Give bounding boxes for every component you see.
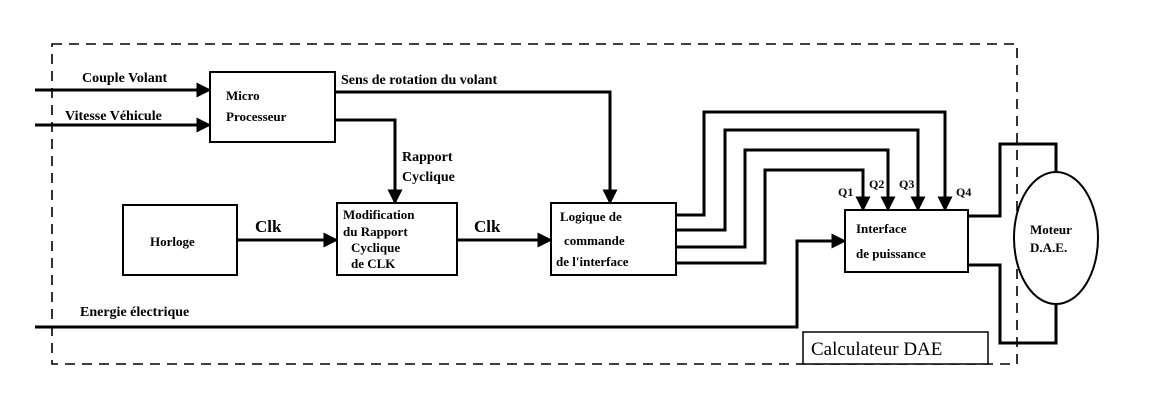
- calculateur-label: Calculateur DAE: [811, 339, 942, 360]
- calculateur-label-box: [802, 331, 989, 365]
- rapport-label-2: Cyclique: [402, 170, 455, 185]
- q2-line: [676, 148, 896, 249]
- q4-label: Q4: [956, 185, 971, 199]
- logique-label-1: Logique de: [560, 209, 622, 224]
- sens-rotation-line: [335, 90, 618, 205]
- microprocesseur-block: [209, 71, 336, 143]
- moteur-label-1: Moteur: [1030, 222, 1072, 237]
- moteur-block: [1013, 171, 1099, 305]
- couple-volant-label: Couple Volant: [82, 71, 168, 86]
- rapport-label-1: Rapport: [402, 150, 453, 165]
- interface-block: [844, 209, 969, 273]
- energie-label: Energie électrique: [80, 305, 189, 320]
- q2-label: Q2: [869, 177, 884, 191]
- moteur-label-2: D.A.E.: [1030, 240, 1067, 255]
- microprocesseur-label-1: Micro: [226, 88, 260, 103]
- interface-label-1: Interface: [856, 221, 907, 236]
- microprocesseur-label-2: Processeur: [226, 109, 287, 124]
- modification-block: [336, 202, 458, 276]
- interface-label-2: de puissance: [856, 246, 926, 261]
- motor-line-bottom: [968, 263, 1058, 345]
- logique-label-3: de l'interface: [556, 254, 629, 269]
- modification-label-4: de CLK: [351, 256, 396, 271]
- clk-label-2: Clk: [474, 217, 501, 236]
- horloge-block: [122, 204, 238, 276]
- horloge-label: Horloge: [150, 234, 195, 249]
- q3-label: Q3: [899, 177, 914, 191]
- q1-label: Q1: [838, 185, 853, 199]
- calculateur-enclosure: [51, 43, 1018, 365]
- rapport-cyclique-line: [335, 118, 403, 205]
- q1-line: [676, 168, 871, 265]
- motor-line-top: [968, 142, 1058, 218]
- logique-block: [550, 202, 677, 276]
- sens-rotation-label: Sens de rotation du volant: [341, 73, 497, 88]
- clk-label-1: Clk: [255, 217, 282, 236]
- modification-label-2: du Rapport: [343, 224, 408, 239]
- q4-line: [676, 110, 953, 217]
- vitesse-vehicule-label: Vitesse Véhicule: [65, 109, 162, 124]
- logique-label-2: commande: [564, 233, 625, 248]
- modification-label-3: Cyclique: [351, 240, 400, 255]
- q3-line: [676, 128, 926, 232]
- modification-label-1: Modification: [343, 207, 415, 222]
- energie-line: [35, 233, 847, 329]
